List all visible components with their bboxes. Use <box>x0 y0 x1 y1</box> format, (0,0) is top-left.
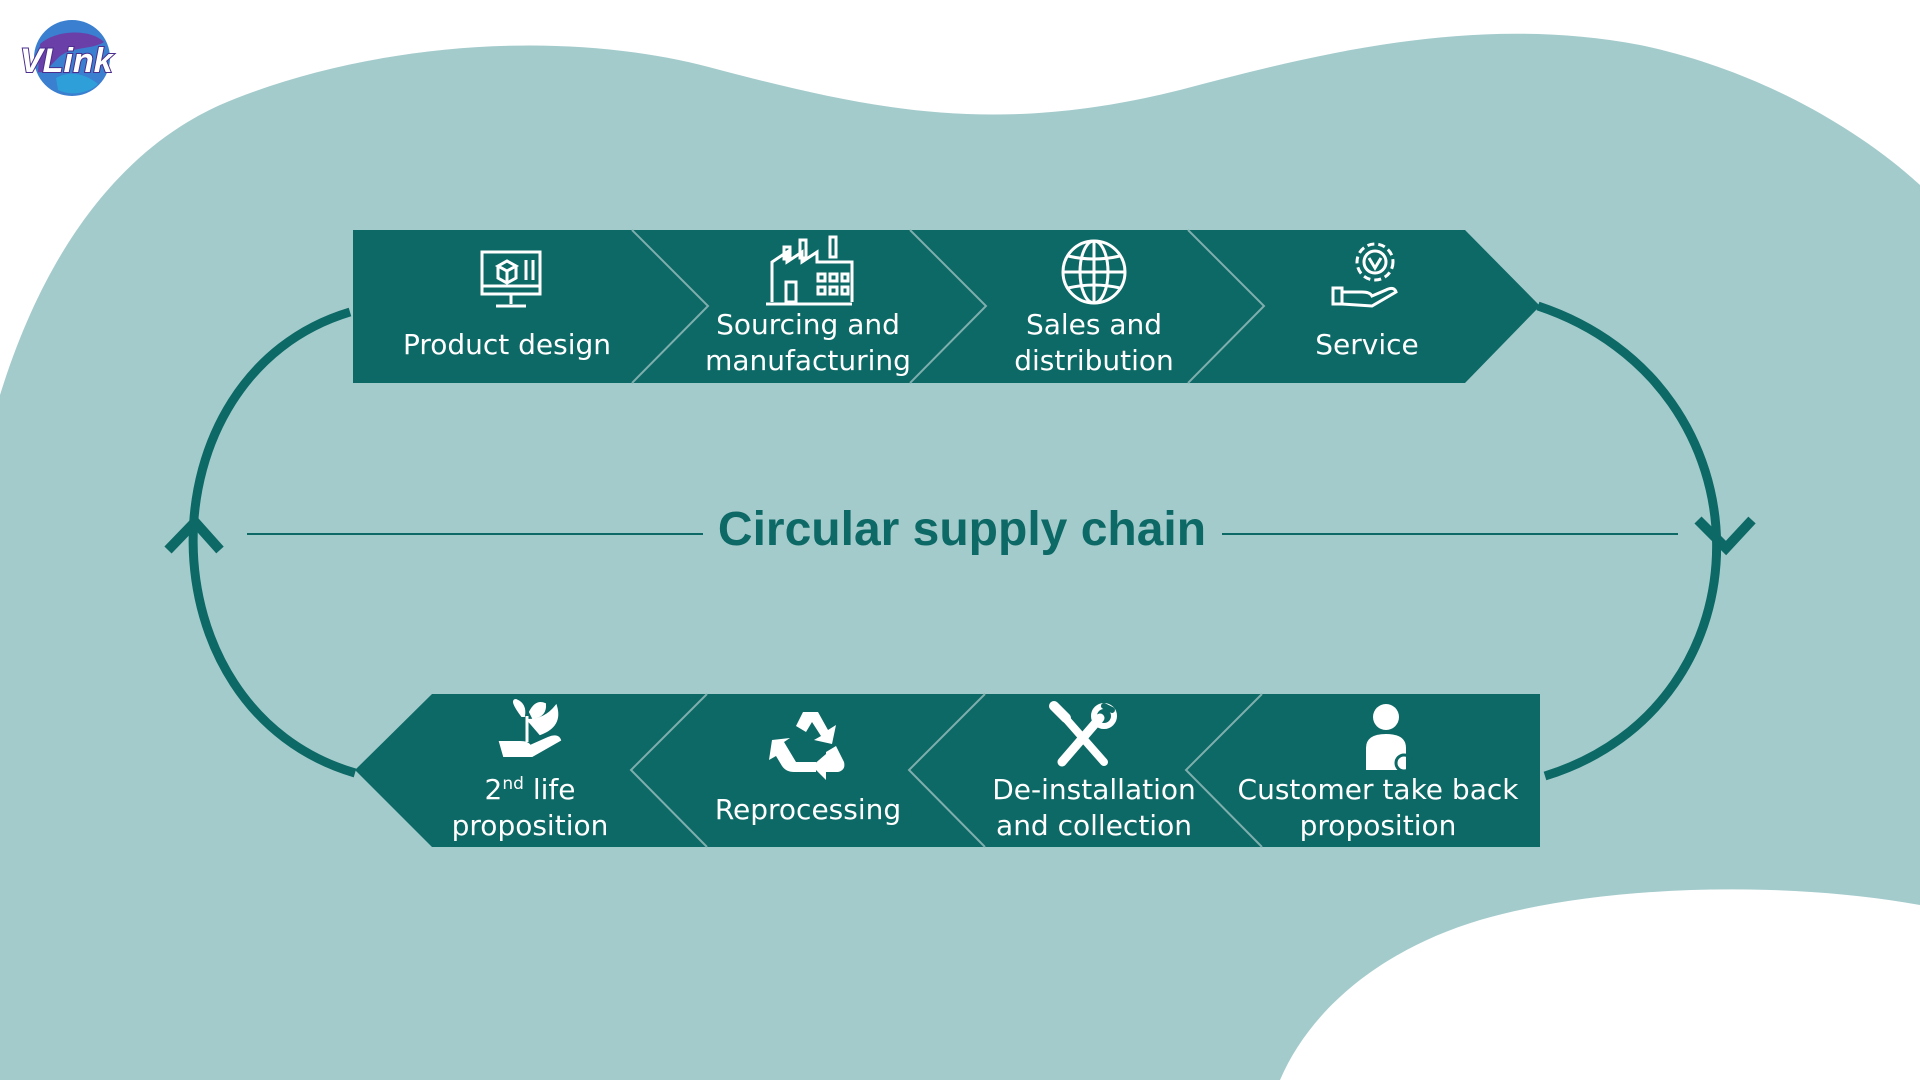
bottom-step-2-line-1: Reprocessing <box>715 793 901 826</box>
top-step-2-line-2: manufacturing <box>705 344 911 377</box>
tools-icon <box>1049 701 1117 767</box>
bottom-dividers <box>629 693 1263 848</box>
top-process-band <box>353 230 1540 383</box>
plant-hand-icon <box>498 698 562 757</box>
computer-design-icon <box>480 250 542 308</box>
bottom-step-label-2: Reprocessing <box>715 793 901 826</box>
recycle-icon <box>769 712 845 780</box>
factory-icon <box>766 235 854 306</box>
arrow-down-icon <box>1694 516 1756 556</box>
person-return-icon <box>1366 704 1414 773</box>
bottom-process-band <box>355 694 1540 847</box>
top-step-label-4: Service <box>1315 328 1418 361</box>
gear-hand-icon <box>1331 242 1398 308</box>
loop-arc-left <box>188 307 357 778</box>
top-dividers <box>631 229 1266 384</box>
top-step-1-line-1: Product design <box>403 328 611 361</box>
globe-icon <box>1061 239 1127 305</box>
top-step-3-line-2: distribution <box>1014 344 1174 377</box>
bottom-step-4-line-2: proposition <box>1300 809 1457 842</box>
top-step-3-line-1: Sales and <box>1026 308 1162 341</box>
top-step-4-line-1: Service <box>1315 328 1418 361</box>
vlink-logo: VLink <box>19 20 116 96</box>
bottom-step-3-line-1: De-installation <box>992 773 1196 806</box>
top-step-2-line-1: Sourcing and <box>716 308 900 341</box>
bottom-step-4-line-1: Customer take back <box>1238 773 1520 806</box>
bottom-step-1-line-2: proposition <box>452 809 609 842</box>
logo-text: VLink <box>20 42 115 80</box>
arrow-up-icon <box>164 514 224 554</box>
top-step-label-1: Product design <box>403 328 611 361</box>
bottom-step-1-line-1: 2nd life <box>485 773 576 806</box>
page-title: Circular supply chain <box>718 503 1206 556</box>
background-blob <box>0 33 1920 1080</box>
bottom-step-3-line-2: and collection <box>996 809 1192 842</box>
